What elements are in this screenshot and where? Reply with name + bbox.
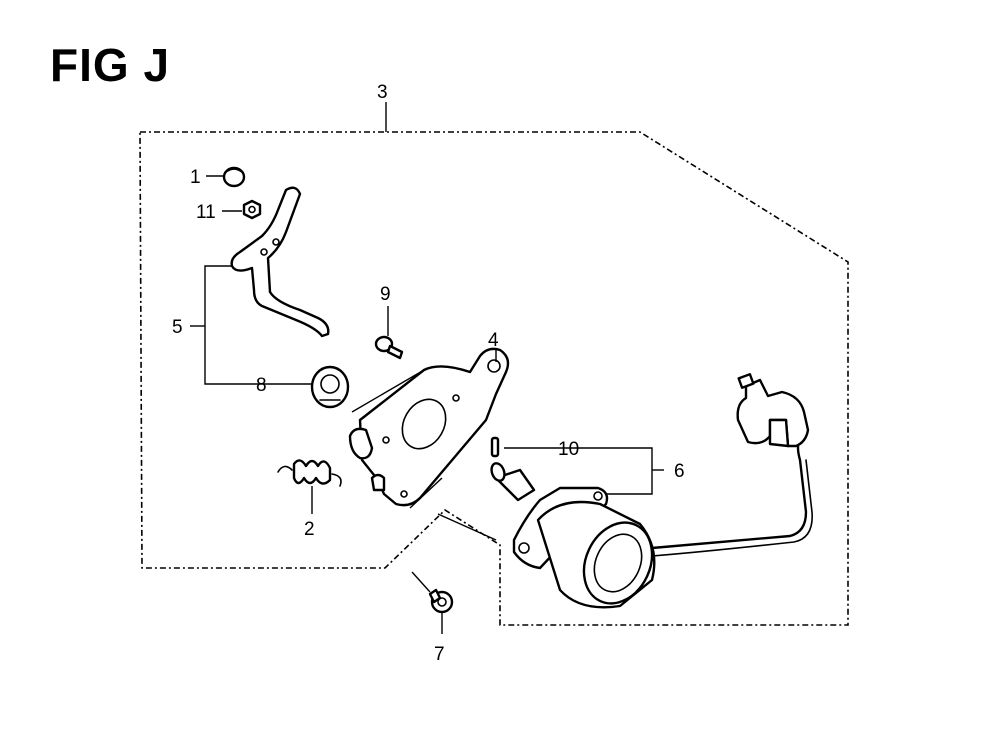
part-4-bracket-plate: [348, 347, 510, 507]
callout-3: 3: [377, 82, 388, 103]
part-1-cap-nut: [222, 166, 246, 188]
part-6-solenoid: [490, 373, 813, 609]
callout-8: 8: [256, 375, 267, 396]
callout-7: 7: [434, 644, 445, 665]
part-5-choke-lever: [230, 186, 330, 338]
part-9-screw: [374, 335, 404, 360]
callout-1: 1: [190, 167, 201, 188]
callout-2: 2: [304, 519, 315, 540]
part-7-bolt: [428, 588, 454, 614]
callout-10: 10: [558, 439, 579, 460]
part-2-spring: [277, 459, 342, 487]
assembly-boundary: [139, 131, 849, 626]
callout-6-bracket: [504, 447, 653, 495]
callout-9: 9: [380, 284, 391, 305]
callout-4: 4: [488, 330, 499, 351]
callout-11: 11: [196, 202, 216, 223]
callout-5-bracket: [204, 265, 312, 385]
callout-6: 6: [674, 461, 685, 482]
callout-5: 5: [172, 317, 183, 338]
figure-title: FIG J: [50, 39, 171, 91]
part-11-hex-nut: [242, 199, 262, 220]
part-10-pin: [490, 436, 500, 458]
part-8-grommet: [310, 365, 350, 409]
